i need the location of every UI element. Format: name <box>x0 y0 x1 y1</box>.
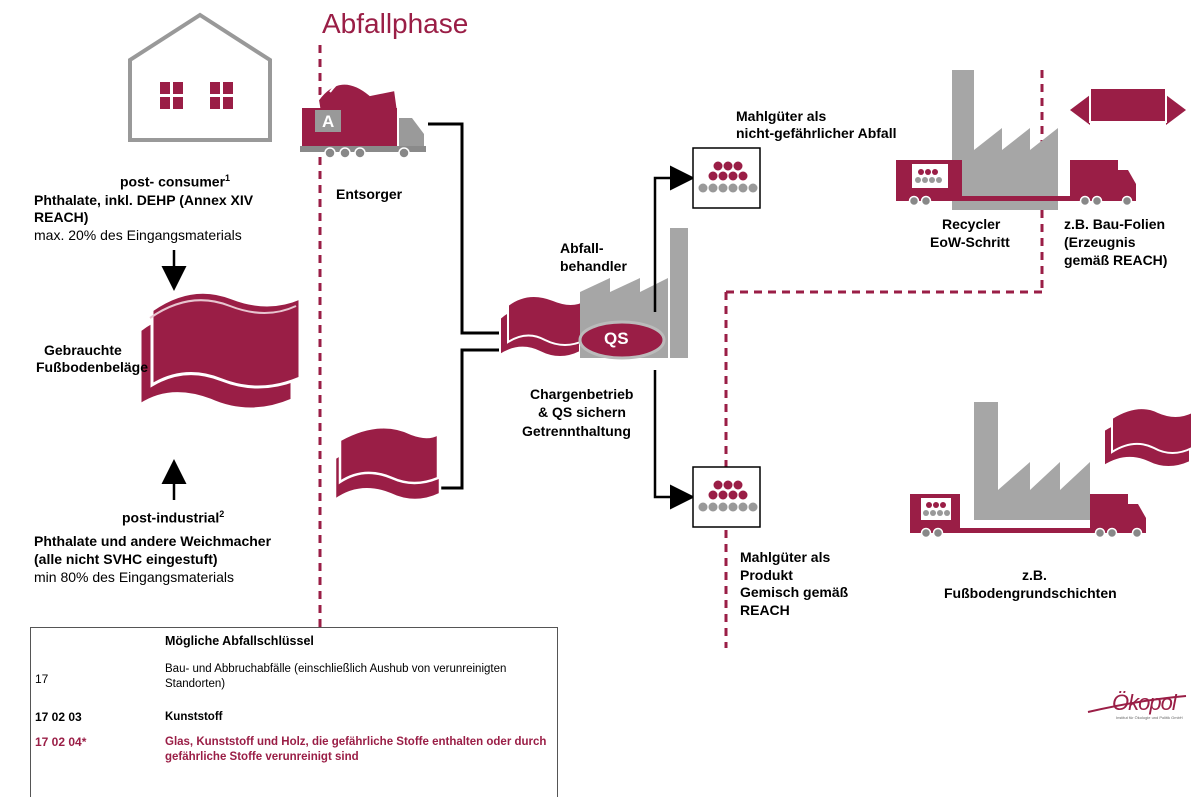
table-row-code: 17 02 03 <box>35 710 82 724</box>
floor-label-2: Fußbodenbeläge <box>36 359 148 375</box>
recycler-label-1: Recycler <box>942 216 1001 232</box>
mahl-top-1: Mahlgüter als <box>736 108 827 124</box>
granulate-box-top-icon <box>692 147 761 209</box>
processing-plant-icon <box>578 228 688 360</box>
pi-text-2: (alle nicht SVHC eingestuft) <box>34 551 218 567</box>
flow-line-bottom <box>435 348 500 490</box>
charge-label-3: Getrennthaltung <box>522 423 631 439</box>
mahl-bottom-2: Produkt <box>740 567 793 583</box>
product-sheets-icon <box>1103 407 1193 468</box>
waste-sheets-bottom-icon <box>333 426 442 503</box>
mahl-bottom-4: REACH <box>740 602 790 618</box>
logo-swoosh-icon <box>1087 695 1187 713</box>
product-factory-icon <box>974 402 1090 520</box>
post-industrial-heading: post-industrial2 <box>122 509 225 526</box>
abfall-label-1: Abfall- <box>560 240 604 256</box>
table-header: Mögliche Abfallschlüssel <box>165 634 314 648</box>
mahl-bottom-1: Mahlgüter als <box>740 549 831 565</box>
fuss-label-1: z.B. <box>1022 567 1047 583</box>
okopol-logo-subtext: Institut für Ökologie und Politik GmbH <box>1116 715 1183 720</box>
qs-label: QS <box>604 329 629 348</box>
table-row-code: 17 02 04* <box>35 735 87 749</box>
truck-label: A <box>322 112 335 131</box>
truck-icon <box>300 74 426 159</box>
mahl-top-2: nicht-gefährlicher Abfall <box>736 125 897 141</box>
bau-label-3: gemäß REACH) <box>1064 252 1168 268</box>
bau-label-2: (Erzeugnis <box>1064 234 1136 250</box>
flow-line-top <box>428 122 500 335</box>
fuss-label-2: Fußbodengrundschichten <box>944 585 1117 601</box>
granulate-box-bottom-icon <box>692 466 761 528</box>
floor-label-1: Gebrauchte <box>44 342 122 358</box>
pc-text-1: Phthalate, inkl. DEHP (Annex XIV <box>34 192 254 208</box>
house-icon <box>128 12 272 142</box>
pi-text-1: Phthalate und andere Weichmacher <box>34 533 272 549</box>
abfall-label-2: behandler <box>560 258 627 274</box>
recycler-truck-icon <box>896 160 1136 207</box>
banner-ribbon-icon <box>1070 87 1186 125</box>
pc-text-3: max. 20% des Eingangsmaterials <box>34 227 242 243</box>
product-truck-icon <box>910 494 1146 539</box>
table-row-code: 17 <box>35 672 49 686</box>
waste-code-table: Mögliche Abfallschlüssel 17 Bau- und Abb… <box>30 627 558 797</box>
arrow-to-bottom-output <box>653 370 695 510</box>
phase-title: Abfallphase <box>322 8 469 39</box>
recycler-label-2: EoW-Schritt <box>930 234 1010 250</box>
charge-label-2: & QS sichern <box>538 404 626 420</box>
floor-covering-icon <box>138 290 302 411</box>
bau-label-1: z.B. Bau-Folien <box>1064 216 1166 232</box>
charge-label-1: Chargenbetrieb <box>530 386 634 402</box>
entsorger-label: Entsorger <box>336 186 403 202</box>
pc-text-2: REACH) <box>34 209 89 225</box>
post-consumer-heading: post- consumer1 <box>120 173 231 190</box>
pi-text-3: min 80% des Eingangsmaterials <box>34 569 234 585</box>
table-row-desc: Bau- und Abbruchabfälle (einschließlich … <box>165 663 507 690</box>
arrow-to-top-output <box>653 165 695 312</box>
mahl-bottom-3: Gemisch gemäß <box>740 584 849 600</box>
waste-sheets-icon <box>499 295 586 358</box>
table-row-desc: Kunststoff <box>165 711 223 723</box>
okopol-logo: Ökopol <box>1112 690 1177 715</box>
table-row-desc: Glas, Kunststoff und Holz, die gefährlic… <box>165 736 547 763</box>
